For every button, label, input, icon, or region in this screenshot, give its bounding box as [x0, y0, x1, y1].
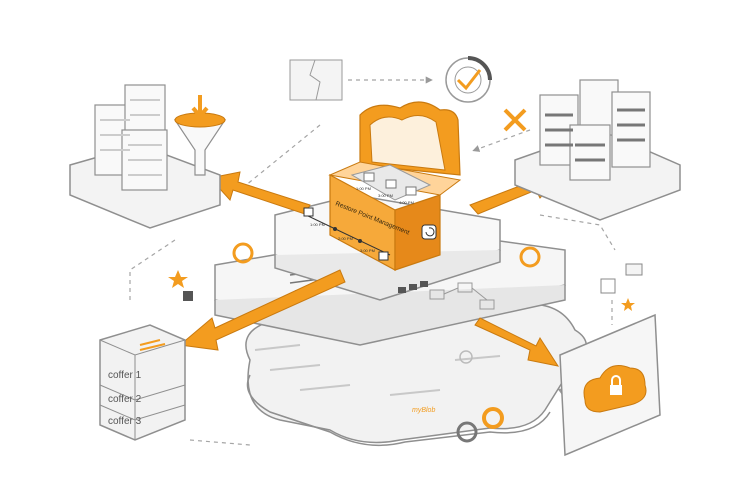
coffer-2-label: coffer 2 — [108, 394, 142, 405]
box-time-3: 4:00 PM — [399, 200, 414, 205]
brand-logo: myBlob — [412, 407, 435, 414]
coffer-stack: coffer 1 coffer 2 coffer 3 — [99, 324, 186, 441]
radar-check-icon — [445, 56, 492, 103]
coffer-3-label: coffer 3 — [108, 416, 142, 427]
server-stack-left — [69, 84, 227, 229]
restore-point-box: 1:00 PM 3:00 PM 4:00 PM Restore Point Ma… — [303, 101, 462, 272]
cube-icon — [183, 291, 193, 301]
dashed-connectors — [129, 76, 616, 446]
timeline-3: 3:00 PM — [360, 248, 375, 253]
plus-icon — [503, 108, 527, 132]
timeline-1: 1:00 PM — [310, 222, 325, 227]
broken-document-icon — [289, 59, 343, 101]
box-time-1: 1:00 PM — [356, 186, 371, 191]
box-time-2: 3:00 PM — [378, 193, 393, 198]
note-icon — [600, 278, 616, 294]
mail-icon — [625, 263, 643, 276]
timeline-2: 2:00 PM — [338, 236, 353, 241]
star-icons — [168, 270, 635, 311]
coffer-1-label: coffer 1 — [108, 370, 142, 381]
gear-icons — [232, 242, 541, 443]
server-stack-right — [514, 79, 681, 221]
cloud-lock-panel — [559, 313, 661, 457]
